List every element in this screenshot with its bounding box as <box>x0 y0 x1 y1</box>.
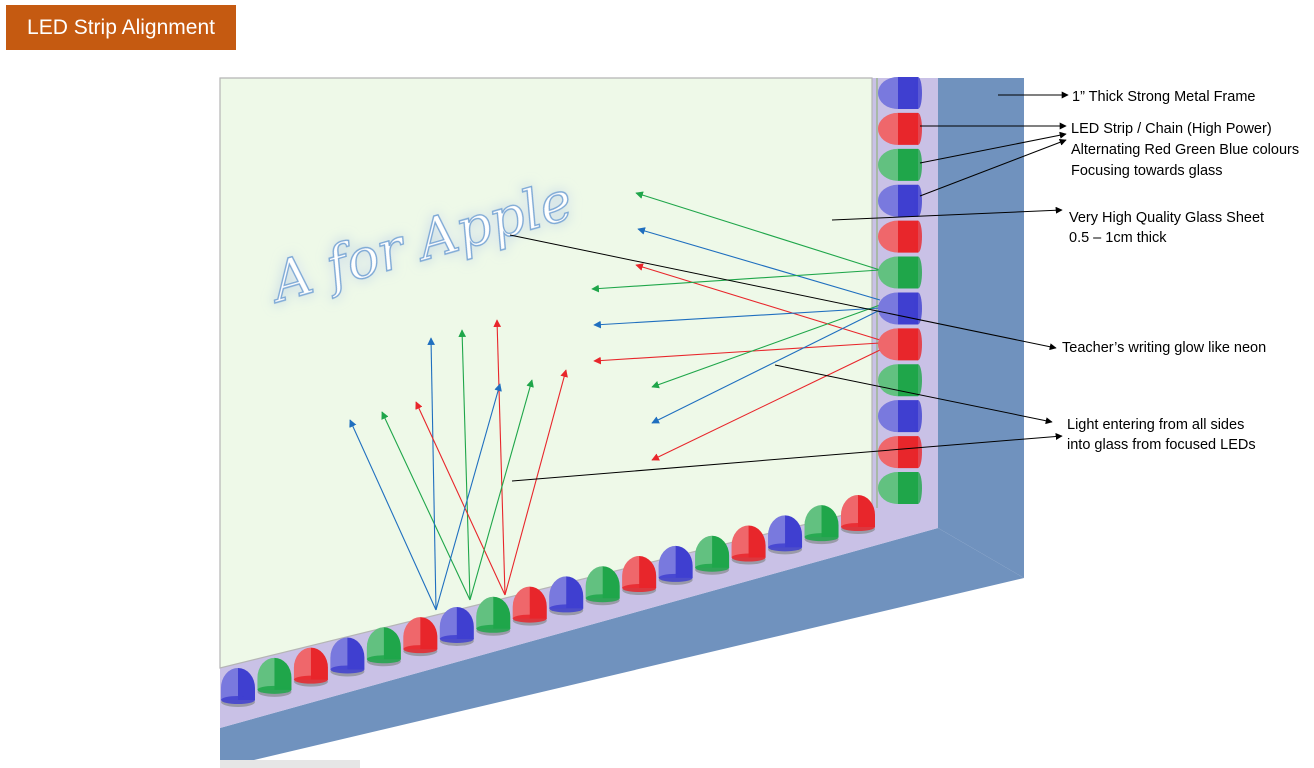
metal-frame-bottom <box>220 528 1024 768</box>
ray <box>635 263 881 341</box>
led-blue <box>878 400 922 433</box>
ray <box>637 227 881 301</box>
led-blue <box>221 668 255 707</box>
ray <box>593 342 881 365</box>
callout-line <box>774 364 1053 425</box>
led-red <box>512 586 547 626</box>
ray <box>381 411 471 601</box>
label-frame: 1” Thick Strong Metal Frame <box>1072 89 1255 105</box>
ray <box>458 329 471 601</box>
led-green <box>257 657 292 697</box>
led-blue <box>549 576 584 616</box>
ray <box>651 349 881 461</box>
callout-line <box>509 234 1057 351</box>
ray <box>593 307 881 329</box>
led-green <box>476 596 511 636</box>
led-green <box>366 627 401 667</box>
ray <box>651 309 881 424</box>
bottom-led-strip <box>221 495 875 707</box>
callout-line <box>919 138 1067 197</box>
ray <box>349 419 437 611</box>
led-red <box>403 617 438 657</box>
led-blue <box>330 637 365 677</box>
led-red <box>731 525 766 565</box>
callout-lines <box>509 91 1069 482</box>
led-red <box>878 328 922 361</box>
led-blue <box>878 184 922 217</box>
callout-line <box>831 206 1063 221</box>
metal-frame-right <box>938 78 1024 578</box>
led-green <box>878 472 922 504</box>
label-alternating: Alternating Red Green Blue colours <box>1071 142 1299 158</box>
ray <box>415 401 506 596</box>
right-led-strip <box>878 77 922 504</box>
callout-line <box>511 433 1063 482</box>
ray <box>635 191 881 271</box>
led-green <box>585 566 620 606</box>
led-blue <box>768 515 803 555</box>
ray <box>493 319 506 596</box>
light-rays <box>349 191 881 611</box>
ray <box>591 269 881 293</box>
led-green <box>878 256 922 289</box>
led-blue <box>878 77 922 109</box>
led-red <box>841 495 875 534</box>
label-glass-thickness: 0.5 – 1cm thick <box>1069 230 1167 246</box>
label-focusing: Focusing towards glass <box>1071 163 1223 179</box>
led-blue <box>658 545 693 585</box>
page-title: LED Strip Alignment <box>6 5 236 50</box>
callout-line <box>919 131 1067 164</box>
label-light-1: Light entering from all sides <box>1067 417 1244 433</box>
led-red <box>622 556 657 596</box>
led-green <box>695 535 730 575</box>
metal-frame-bottom-edge <box>220 760 360 768</box>
led-blue <box>878 292 922 325</box>
ray <box>469 379 534 601</box>
led-red <box>293 647 328 687</box>
led-blue <box>439 606 474 646</box>
led-red <box>878 220 922 253</box>
label-strip: LED Strip / Chain (High Power) <box>1071 121 1272 137</box>
led-green <box>878 364 922 397</box>
label-writing: Teacher’s writing glow like neon <box>1062 340 1266 356</box>
led-green <box>804 505 839 545</box>
label-glass: Very High Quality Glass Sheet <box>1069 210 1264 226</box>
ray <box>504 369 568 596</box>
ray <box>427 337 437 611</box>
ray <box>651 304 881 389</box>
label-light-2: into glass from focused LEDs <box>1067 437 1256 453</box>
led-green <box>878 148 922 181</box>
ray <box>435 383 502 611</box>
led-red <box>878 112 922 145</box>
led-red <box>878 436 922 469</box>
